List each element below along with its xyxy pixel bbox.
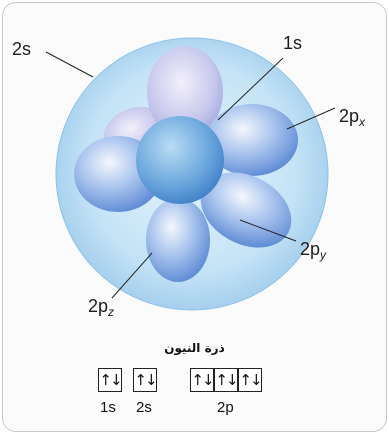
orbital-box-2p-2: ↑↓ — [214, 368, 239, 392]
label-2px: 2px — [339, 106, 366, 129]
label-1s: 1s — [283, 33, 302, 53]
orbital-lobe-top — [147, 46, 223, 138]
orbital-box-1s: ↑↓ — [98, 368, 123, 392]
orbital-box-2s: ↑↓ — [133, 368, 158, 392]
leader-line-2pz — [111, 252, 153, 299]
box-label-1s: 1s — [100, 399, 116, 416]
orbital-2py-lobe — [200, 172, 292, 248]
leader-line-2s — [45, 51, 94, 78]
label-2py: 2py — [300, 239, 327, 262]
orbital-1s-core — [136, 116, 224, 204]
orbital-box-2p-1: ↑↓ — [190, 368, 215, 392]
label-2pz: 2pz — [88, 296, 114, 319]
leader-line-2py — [239, 219, 297, 242]
box-label-2p: 2p — [217, 399, 234, 416]
label-2s: 2s — [12, 39, 31, 59]
leader-line-2px — [286, 107, 336, 130]
orbital-2px-lobe-right — [206, 104, 298, 176]
orbital-2pz-lobe — [146, 198, 210, 282]
orbital-box-2p-3: ↑↓ — [238, 368, 263, 392]
leader-line-1s — [217, 57, 284, 121]
neon-atom-caption: ذرة النيون — [164, 341, 225, 355]
box-label-2s: 2s — [136, 399, 152, 416]
